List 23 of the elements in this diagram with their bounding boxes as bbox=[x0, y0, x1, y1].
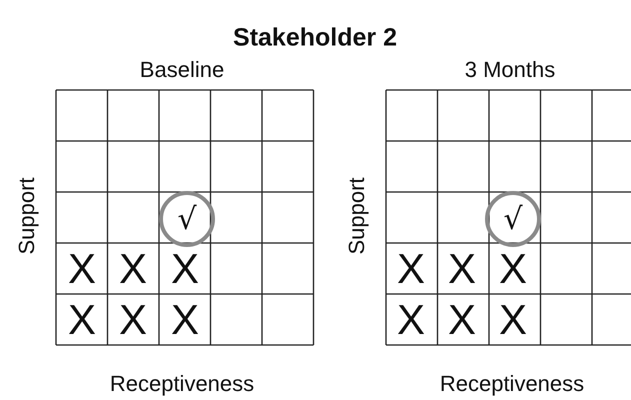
axis-label: Receptiveness bbox=[110, 373, 254, 395]
check-circle bbox=[485, 191, 541, 247]
cross-mark: X bbox=[448, 299, 476, 341]
cross-mark: X bbox=[499, 248, 527, 290]
cross-mark: X bbox=[171, 299, 199, 341]
cross-mark: X bbox=[68, 299, 96, 341]
check-circle bbox=[159, 191, 215, 247]
panel-title: 3 Months bbox=[464, 59, 556, 81]
axis-label: Receptiveness bbox=[440, 373, 584, 395]
axis-label: Support bbox=[16, 177, 38, 255]
title: Stakeholder 2 bbox=[233, 26, 397, 50]
axis-label: Support bbox=[346, 177, 368, 255]
panel-title: Baseline bbox=[140, 59, 224, 81]
cross-mark: X bbox=[448, 248, 476, 290]
cross-mark: X bbox=[171, 248, 199, 290]
cross-mark: X bbox=[119, 248, 147, 290]
cross-mark: X bbox=[68, 248, 96, 290]
cross-mark: X bbox=[397, 299, 425, 341]
cross-mark: X bbox=[119, 299, 147, 341]
check-mark: √ bbox=[503, 202, 523, 236]
check-mark: √ bbox=[177, 202, 197, 236]
cross-mark: X bbox=[499, 299, 527, 341]
cross-mark: X bbox=[397, 248, 425, 290]
